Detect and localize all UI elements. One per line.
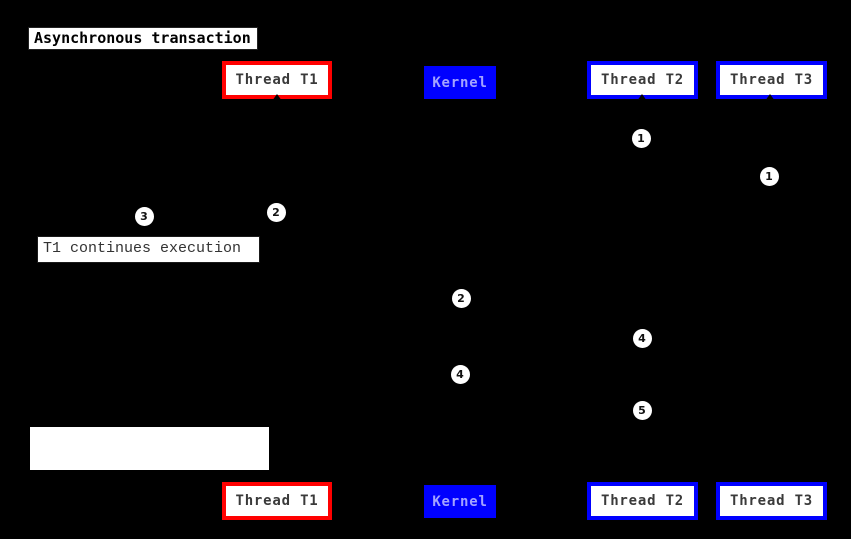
participant-label: Thread T1 [235,72,319,88]
participant-kernel-top: Kernel [424,66,496,99]
participant-thread-t1-bottom: Thread T1 [222,482,332,520]
participant-thread-t3-bottom: Thread T3 [716,482,827,520]
participant-thread-t2-bottom: Thread T2 [587,482,698,520]
step-marker: 4 [450,364,470,384]
arrowhead-icon [765,94,775,101]
participant-label: Kernel [432,493,488,510]
step-marker: 1 [759,166,779,186]
participant-kernel-bottom: Kernel [424,485,496,518]
participant-thread-t3-top: Thread T3 [716,61,827,99]
arrowhead-icon [272,94,282,101]
participant-label: Thread T2 [600,72,685,88]
participant-label: Thread T3 [729,72,814,88]
step-marker: 3 [134,206,154,226]
arrowhead-icon [637,94,647,101]
participant-label: Thread T2 [600,493,685,509]
participant-label: Kernel [432,74,488,91]
step-marker: 5 [632,400,652,420]
step-marker: 2 [451,288,471,308]
step-marker: 1 [631,128,651,148]
diagram-title: Asynchronous transaction [28,27,258,50]
note-t1-continues: T1 continues execution [37,236,260,263]
blank-note [30,427,269,470]
step-marker: 2 [266,202,286,222]
participant-label: Thread T1 [235,493,319,509]
step-marker: 4 [632,328,652,348]
participant-label: Thread T3 [729,493,814,509]
